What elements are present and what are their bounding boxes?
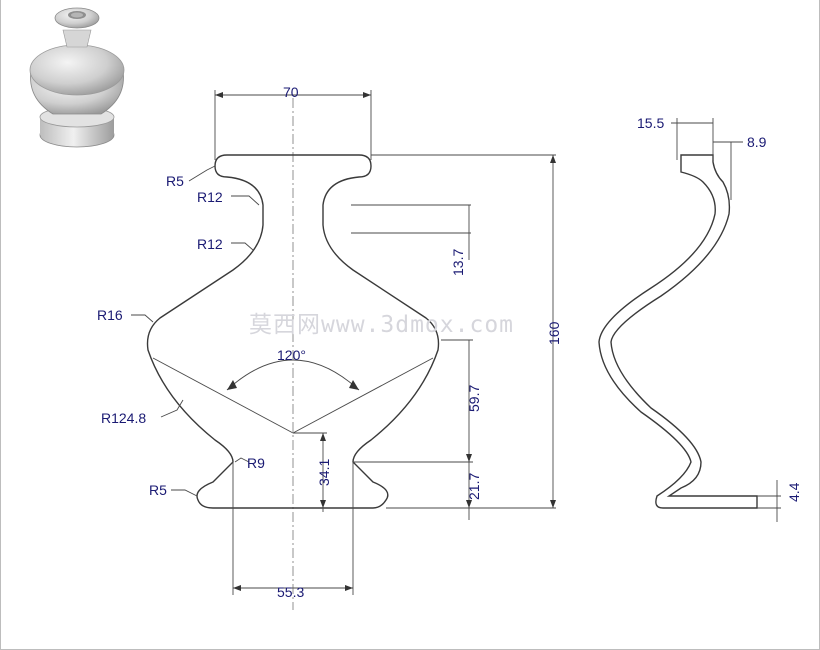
dim-lower-height: 59.7 bbox=[466, 385, 482, 412]
radius-inner: R9 bbox=[247, 455, 265, 471]
dim-foot-depth: 34.1 bbox=[316, 459, 332, 486]
dim-base-height: 21.7 bbox=[466, 473, 482, 500]
dim-total-height: 160 bbox=[546, 321, 562, 345]
dim-waist-drop: 13.7 bbox=[450, 249, 466, 276]
radius-foot: R5 bbox=[149, 482, 167, 498]
dim-base-width: 55.3 bbox=[277, 584, 304, 600]
inner-line-right bbox=[292, 357, 434, 434]
watermark-text: 莫西网www.3dmox.com bbox=[249, 312, 514, 338]
radius-shoulder: R16 bbox=[97, 307, 123, 323]
radius-neck-upper: R12 bbox=[197, 189, 223, 205]
dim-foot-thickness: 4.4 bbox=[786, 482, 802, 502]
angle-arc bbox=[226, 359, 360, 391]
dim-lip-width: 15.5 bbox=[637, 115, 664, 131]
wall-section-profile bbox=[598, 154, 758, 509]
vase-profile-outline bbox=[146, 154, 440, 509]
dim-wall-thickness: 8.9 bbox=[747, 134, 767, 150]
vase-3d-preview bbox=[29, 7, 125, 148]
radius-body-arc: R124.8 bbox=[101, 410, 146, 426]
radius-neck-lower: R12 bbox=[197, 236, 223, 252]
dim-top-width: 70 bbox=[283, 84, 299, 100]
dim-angle: 120° bbox=[277, 347, 306, 363]
radius-lip: R5 bbox=[166, 173, 184, 189]
inner-line-left bbox=[152, 357, 294, 434]
